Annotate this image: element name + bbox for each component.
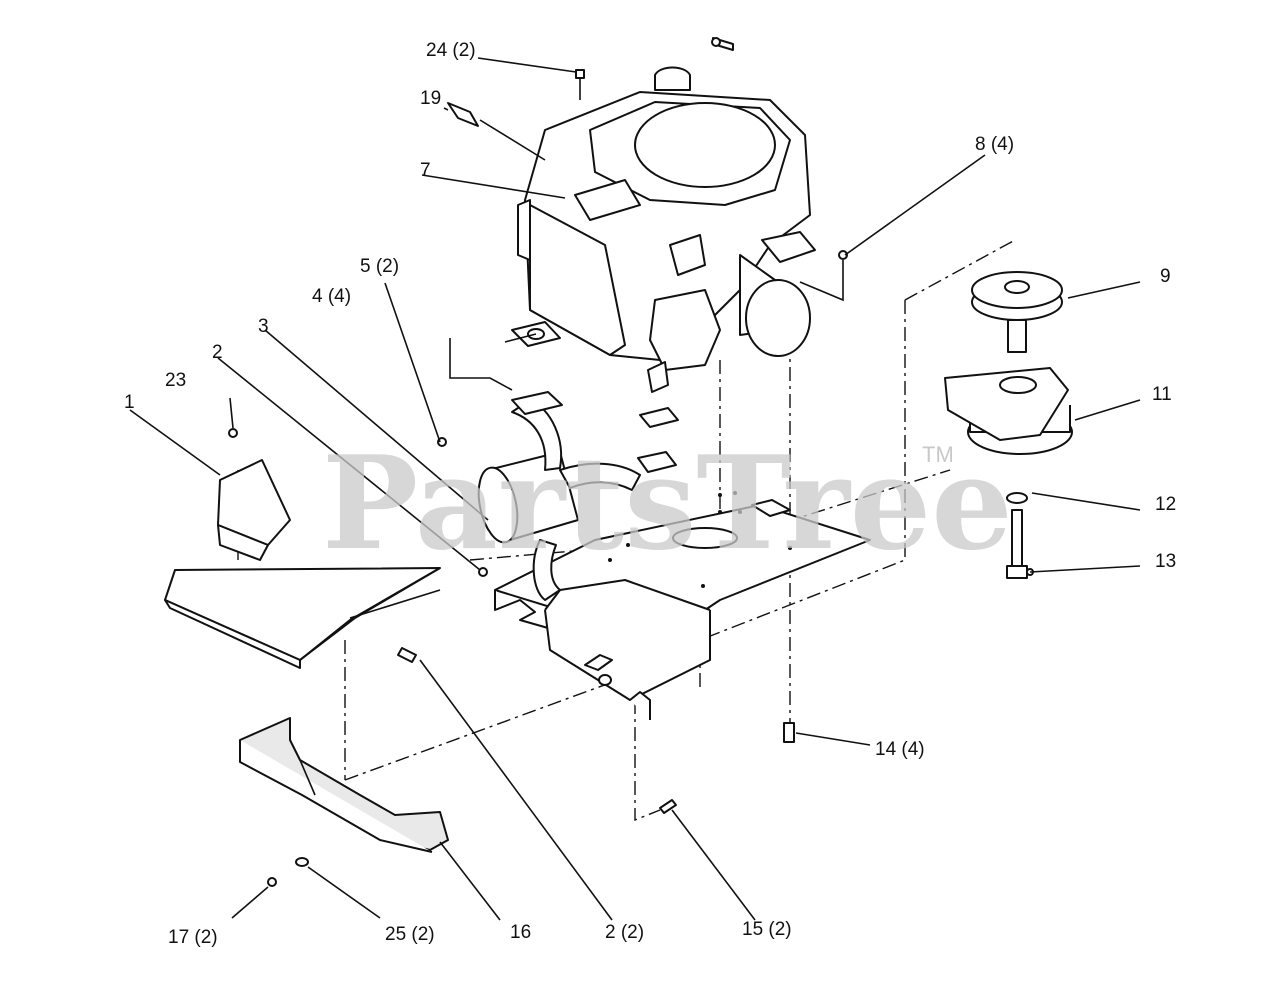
- callout-13: 13: [1155, 551, 1176, 572]
- callout-labels: 24 (2) 19 7 8 (4) 9 5 (2) 4 (4) 3 2 23 1…: [124, 40, 1176, 948]
- hardware: [228, 37, 1034, 887]
- muffler: [477, 391, 641, 601]
- watermark: PartsTree TM: [322, 429, 1013, 579]
- callout-25: 25 (2): [385, 924, 435, 945]
- callout-3: 3: [258, 316, 269, 337]
- watermark-text: PartsTree: [322, 429, 1013, 579]
- callout-11: 11: [1152, 384, 1172, 405]
- callout-7: 7: [420, 160, 431, 181]
- callout-16: 16: [510, 922, 531, 943]
- callout-24: 24 (2): [426, 40, 476, 61]
- callout-2: 2: [212, 342, 223, 363]
- washer-and-bolt: [1006, 492, 1028, 579]
- callout-19: 19: [420, 88, 441, 109]
- callout-23: 23: [165, 370, 186, 391]
- callout-5: 5 (2): [360, 256, 399, 277]
- callout-12: 12: [1155, 494, 1176, 515]
- watermark-trademark: TM: [922, 442, 954, 467]
- callout-2-2: 2 (2): [605, 922, 644, 943]
- callout-8: 8 (4): [975, 134, 1014, 155]
- leader-lines: [129, 57, 1141, 921]
- engine: [517, 66, 816, 393]
- callout-9: 9: [1160, 266, 1171, 287]
- frame-deck: [494, 491, 871, 720]
- callout-15: 15 (2): [742, 919, 792, 940]
- callout-4: 4 (4): [312, 286, 351, 307]
- bumper: [239, 717, 449, 853]
- callout-17: 17 (2): [168, 927, 218, 948]
- callout-1: 1: [124, 392, 135, 413]
- pulley: [971, 271, 1063, 353]
- side-shield: [217, 459, 291, 561]
- callout-14: 14 (4): [875, 739, 925, 760]
- clutch: [944, 367, 1073, 455]
- front-shroud: [164, 567, 441, 669]
